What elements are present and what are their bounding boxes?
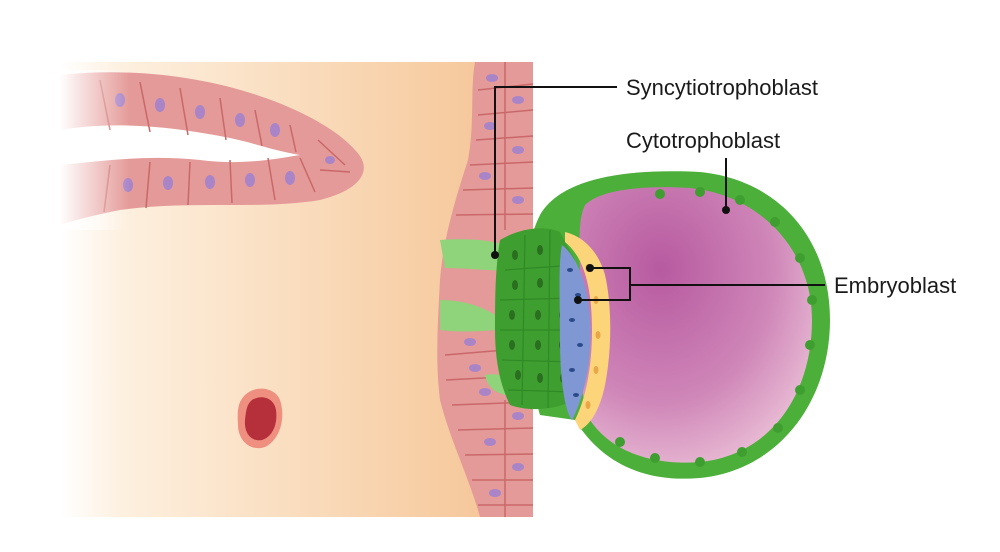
uterine-gland-icon (60, 70, 364, 230)
blastocyst-icon (440, 171, 830, 479)
embryoblast-label: Embryoblast (834, 273, 956, 298)
blood-vessel-icon (237, 388, 283, 449)
embryoblast-leader (574, 264, 825, 304)
cytotrophoblast-leader (722, 158, 730, 214)
syncytiotrophoblast-leader (491, 86, 617, 259)
cytotrophoblast-label: Cytotrophoblast (626, 128, 780, 153)
uterine-epithelium (437, 62, 534, 517)
syncytiotrophoblast-label: Syncytiotrophoblast (626, 75, 818, 100)
